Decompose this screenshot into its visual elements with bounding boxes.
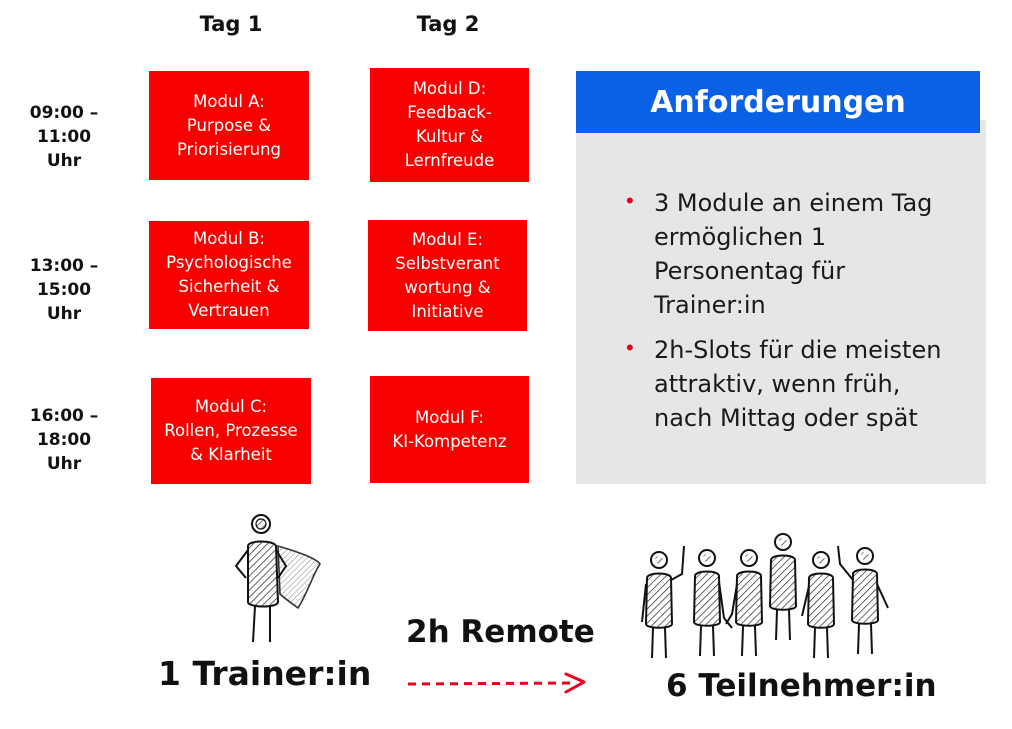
module-d-label: Modul D: Feedback- Kultur & Lernfreude (404, 79, 495, 170)
participant-1-icon (641, 545, 685, 659)
module-a-label: Modul A: Purpose & Priorisierung (177, 91, 281, 159)
day-header-1: Tag 1 (199, 12, 263, 36)
time-slot-2: 13:00 – 15:00 Uhr (14, 254, 114, 326)
requirements-panel (576, 120, 986, 484)
trainer-figure-icon (234, 514, 321, 643)
participant-6-icon (837, 545, 889, 655)
participant-2-icon (692, 549, 733, 657)
time-slot-3-text: 16:00 – 18:00 Uhr (29, 406, 99, 474)
module-e-label: Modul E: Selbstverant wortung & Initiati… (395, 229, 500, 321)
module-f: Modul F: KI-Kompetenz (370, 376, 529, 483)
module-b-label: Modul B: Psychologische Sicherheit & Ver… (166, 229, 292, 320)
day-header-2: Tag 2 (416, 12, 480, 36)
module-b: Modul B: Psychologische Sicherheit & Ver… (149, 221, 309, 329)
bullet-dot-icon: • (626, 188, 634, 213)
trainer-caption: 1 Trainer:in (158, 654, 372, 693)
requirement-item-2: • 2h-Slots für die meisten attraktiv, we… (626, 333, 966, 435)
module-d: Modul D: Feedback- Kultur & Lernfreude (370, 68, 529, 182)
module-c-label: Modul C: Rollen, Prozesse & Klarheit (164, 397, 298, 464)
requirement-text-2: 2h-Slots für die meisten attraktiv, wenn… (654, 336, 942, 432)
time-slot-1: 09:00 – 11:00 Uhr (14, 101, 114, 173)
module-c: Modul C: Rollen, Prozesse & Klarheit (151, 378, 311, 484)
module-a: Modul A: Purpose & Priorisierung (149, 71, 309, 180)
remote-caption: 2h Remote (406, 614, 595, 650)
bullet-dot-icon: • (626, 335, 634, 360)
dashed-arrow-icon (407, 672, 586, 694)
time-slot-1-text: 09:00 – 11:00 Uhr (29, 103, 99, 171)
participant-5-icon (801, 551, 836, 659)
module-e: Modul E: Selbstverant wortung & Initiati… (368, 220, 527, 331)
participant-4-icon (768, 533, 798, 641)
module-f-label: Modul F: KI-Kompetenz (392, 407, 507, 451)
time-slot-2-text: 13:00 – 15:00 Uhr (29, 256, 99, 324)
requirement-item-1: • 3 Module an einem Tag ermöglichen 1 Pe… (626, 186, 966, 322)
requirements-title: Anforderungen (576, 71, 980, 133)
participants-group-icon (641, 533, 889, 659)
requirement-text-1: 3 Module an einem Tag ermöglichen 1 Pers… (654, 189, 933, 319)
participants-caption: 6 Teilnehmer:in (666, 668, 937, 704)
participant-3-icon (725, 549, 764, 657)
time-slot-3: 16:00 – 18:00 Uhr (14, 404, 114, 476)
